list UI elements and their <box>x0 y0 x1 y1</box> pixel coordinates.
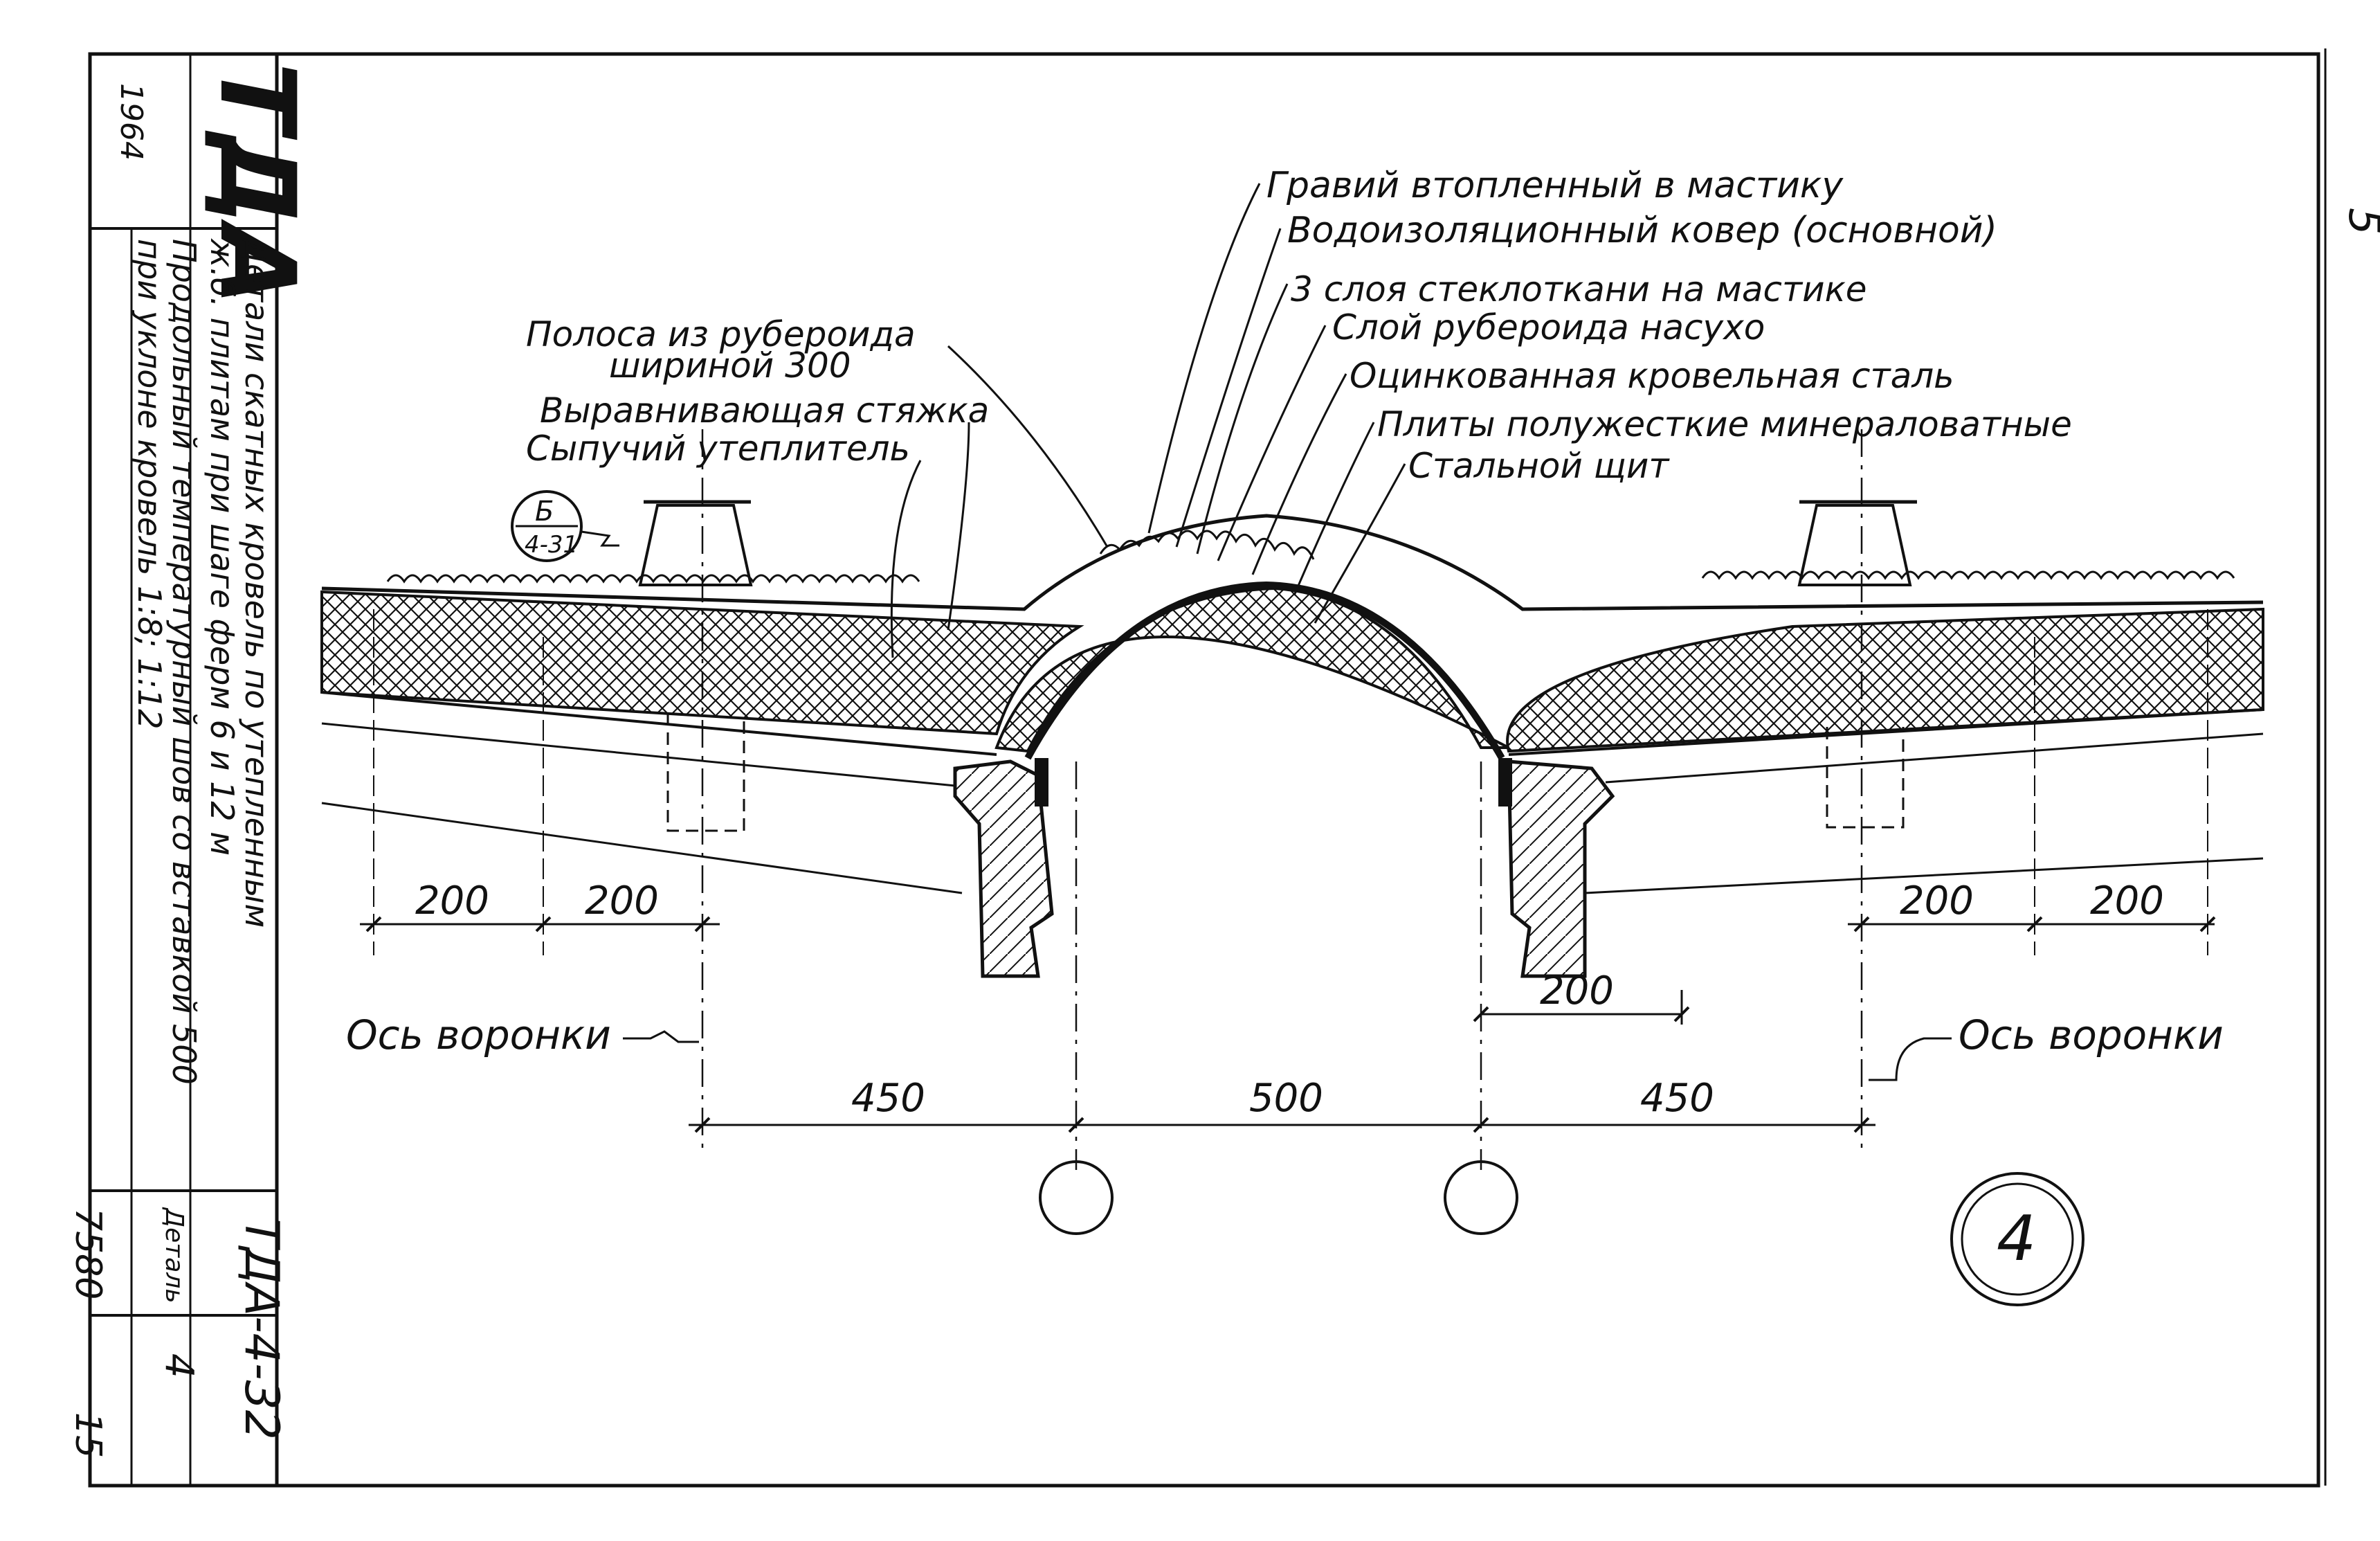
title-line-2: ж.б. плитам при шаге ферм 6 и 12 м <box>203 238 241 856</box>
dim-span-right-450: 450 <box>1640 1076 1714 1121</box>
dim-right-200a: 200 <box>1900 878 1974 923</box>
axis-bubble-right <box>1444 1160 1518 1235</box>
title-line-1: Детали скатных кровель по утепленным <box>238 237 275 928</box>
slab-bottom-left <box>321 722 956 787</box>
dim-span-center-500: 500 <box>1249 1076 1323 1121</box>
dim-center-200: 200 <box>1540 968 1614 1013</box>
callout-gravel: Гравий втопленный в мастику <box>1266 165 1844 206</box>
roof-surface <box>321 514 2264 611</box>
roof-section <box>320 429 2264 1170</box>
sealant-left <box>1035 758 1048 806</box>
insulation-layer-right <box>1506 607 2264 753</box>
axis-label-right: Ось воронки <box>1959 1011 2224 1058</box>
axis-label-left: Ось воронки <box>346 1011 611 1058</box>
page-number: 5 <box>2339 208 2380 235</box>
callout-waterproof-carpet: Водоизоляционный ковер (основной) <box>1287 210 1997 251</box>
dim-span-left-450: 450 <box>851 1076 925 1121</box>
callout-leveling-screed: Выравнивающая стяжка <box>540 390 989 431</box>
callout-steel-shield: Стальной щит <box>1408 446 1670 486</box>
steel-shield-arch <box>1024 581 1505 760</box>
gravel-layer-arch <box>1099 530 1315 560</box>
sheet-code: ТДА-4-32 <box>234 1218 289 1440</box>
org-code: ТДА <box>197 62 317 306</box>
roof-funnel-right <box>1797 504 1912 586</box>
callout-loose-insulation: Сыпучий утеплитель <box>526 429 910 469</box>
detail-marker-inner <box>1961 1182 2074 1296</box>
sheet-index: 15 <box>67 1412 109 1458</box>
gravel-layer-right <box>1701 570 2235 580</box>
section-reference: Б 4-31 <box>511 490 619 562</box>
dim-left-200a: 200 <box>415 878 489 923</box>
callout-galvanized-steel: Оцинкованная кровельная сталь <box>1350 356 1954 396</box>
truss-chord-right <box>1584 857 2264 894</box>
truss-chord-left <box>321 802 963 894</box>
axis-leader-left <box>623 1030 699 1043</box>
section-ref-top: Б <box>535 496 554 528</box>
roof-funnel-left-pipe <box>666 713 745 832</box>
detail-marker-number: 4 <box>1997 1202 2036 1275</box>
archive-number: 7580 <box>67 1208 109 1299</box>
roof-funnel-left <box>638 504 753 586</box>
callout-roofing-felt: Слой рубероида насухо <box>1332 307 1765 348</box>
year: 1964 <box>113 83 149 161</box>
slab-bottom-right <box>1605 732 2264 784</box>
axis-bubble-left <box>1039 1160 1114 1235</box>
section-ref-bottom: 4-31 <box>525 531 578 559</box>
title-block: ТДА 1964 Детали скатных кровель по утепл… <box>67 54 317 1486</box>
callout-felt-strip-1: Полоса из рубероида <box>526 314 916 354</box>
dim-right-200b: 200 <box>2090 878 2164 923</box>
detail-marker-outer <box>1950 1172 2084 1306</box>
roof-funnel-right-pipe <box>1826 727 1905 829</box>
edge-beam-right <box>1507 759 1615 978</box>
slab-top-left <box>321 691 997 756</box>
detail-number: 4 <box>156 1353 201 1378</box>
axis-leader-right <box>1869 1037 1952 1081</box>
dimensions: 200 200 200 200 200 450 500 450 <box>360 878 2216 1133</box>
gravel-layer <box>386 574 920 584</box>
callouts: Гравий втопленный в мастику Водоизоляцио… <box>526 165 2072 658</box>
detail-label: Деталь <box>160 1207 188 1304</box>
edge-beam-left <box>953 759 1054 978</box>
outer-frame <box>88 52 2320 1488</box>
dim-left-200b: 200 <box>585 878 659 923</box>
sealant-right <box>1498 758 1512 806</box>
slab-top-right <box>1508 708 2264 756</box>
title-line-3: Продольный температурный шов со вставкой… <box>165 239 203 1085</box>
callout-mineral-wool: Плиты полужесткие минераловатные <box>1377 404 2072 444</box>
callout-fiberglass: 3 слоя стеклоткани на мастике <box>1291 269 1867 309</box>
arch-insulation <box>994 586 1509 753</box>
callout-felt-strip-2: шириной 300 <box>609 345 851 386</box>
insulation-layer-left <box>320 590 1084 736</box>
title-line-4: при уклоне кровель 1:8; 1:12 <box>131 239 168 729</box>
